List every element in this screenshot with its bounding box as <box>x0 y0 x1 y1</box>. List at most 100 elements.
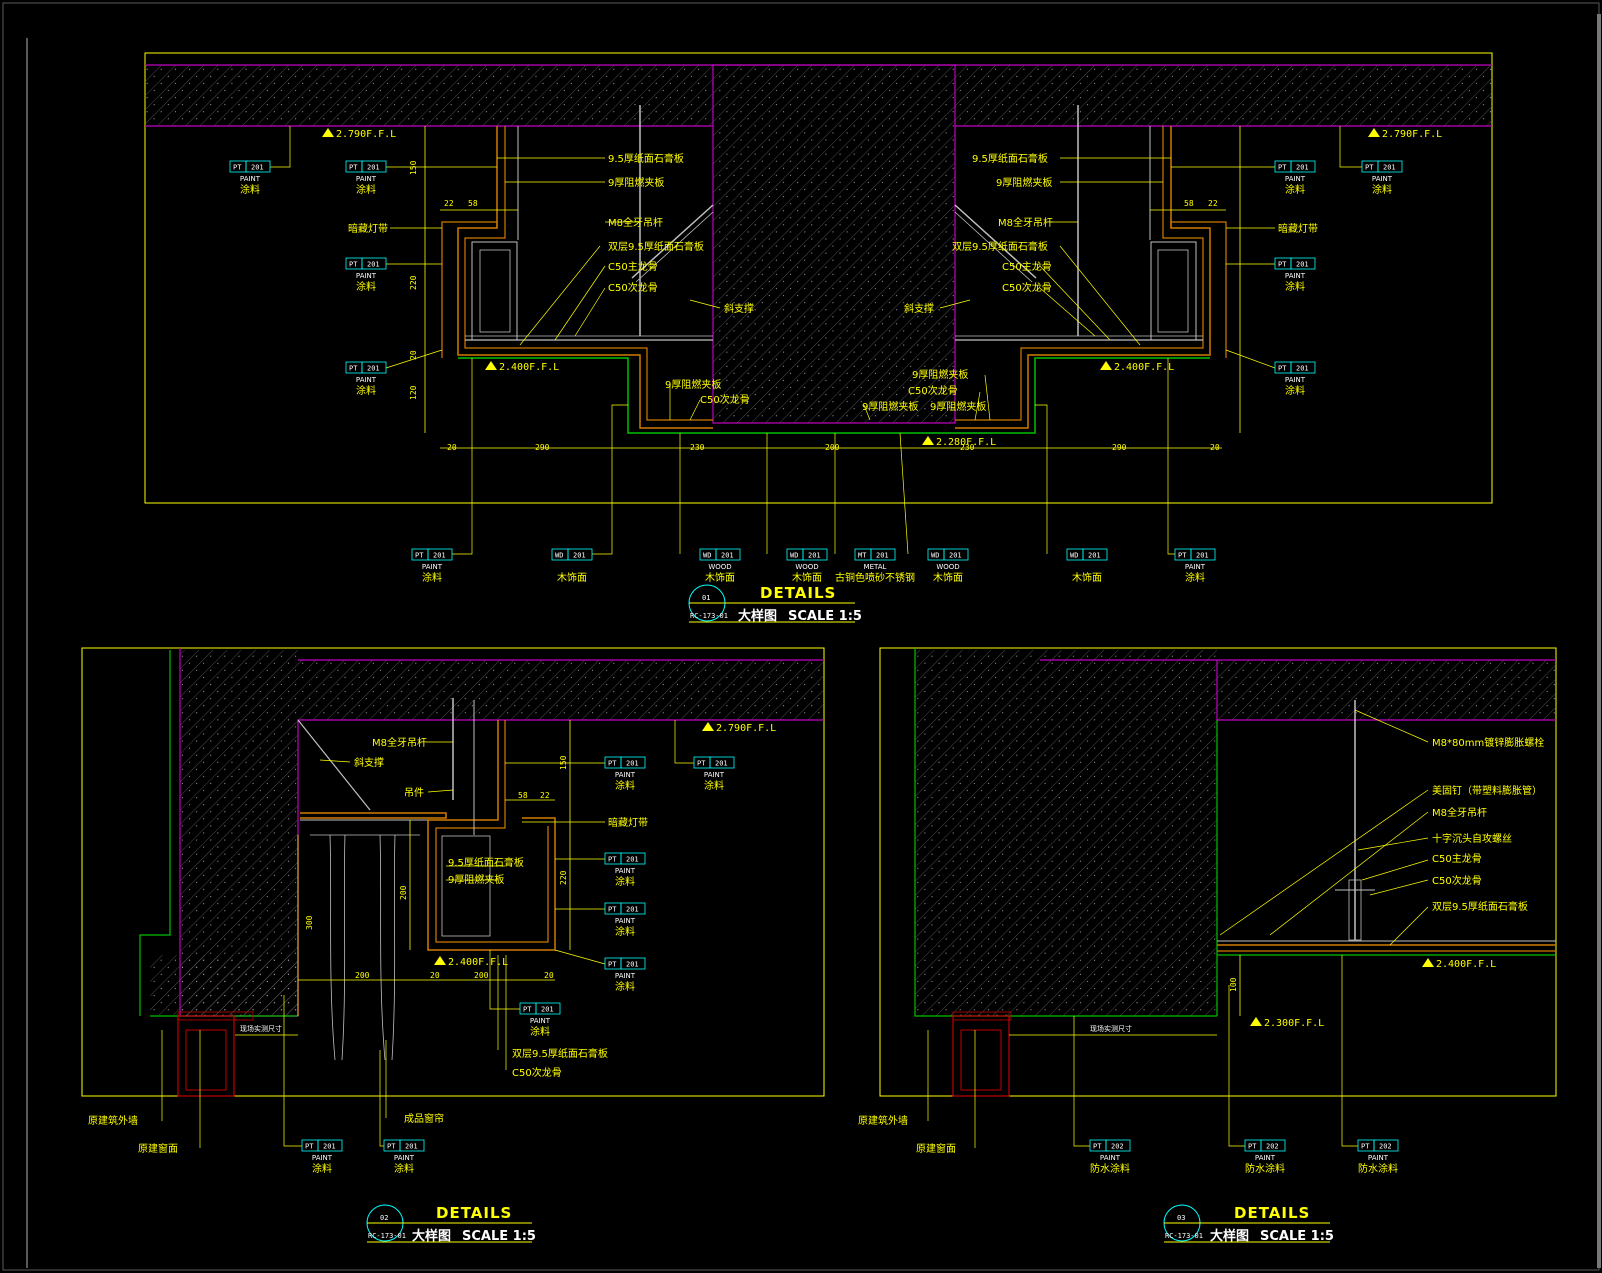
tag-code: PT <box>523 1006 532 1014</box>
level-text: 2.400F.F.L <box>499 362 559 373</box>
tag-code: PT <box>349 164 358 172</box>
tag-cn: 防水涂料 <box>1358 1162 1398 1175</box>
tag-code: PT <box>233 164 242 172</box>
dim-text: 20 <box>447 443 457 452</box>
level-text: 2.280F.F.L <box>936 437 996 448</box>
callout-label: 斜支撑 <box>904 302 934 315</box>
callout-label: C50次龙骨 <box>608 281 658 294</box>
dim-text: 120 <box>409 385 418 400</box>
level-text: 2.790F.F.L <box>336 129 396 140</box>
tag-code: PT <box>349 261 358 269</box>
tag-en: PAINT <box>240 175 261 183</box>
level-triangle-icon <box>702 722 714 731</box>
callout-label: C50次龙骨 <box>1432 874 1482 887</box>
detail-03-slab <box>1217 660 1556 720</box>
detail-01-soffit-finish <box>458 357 1210 434</box>
tag-en: WOOD <box>708 563 731 571</box>
tag-en: PAINT <box>1285 376 1306 384</box>
detail-01-slab-right <box>955 65 1492 126</box>
tag-en: PAINT <box>1255 1154 1276 1162</box>
dim-text: 200 <box>474 971 489 980</box>
title-ref: RC-173-01 <box>1165 1232 1203 1240</box>
tag-cn: 涂料 <box>240 183 260 196</box>
dim-text: 150 <box>409 160 418 175</box>
callout-label: 暗藏灯带 <box>608 816 648 829</box>
callout-label: C50次龙骨 <box>512 1066 562 1079</box>
tag-number: 201 <box>1383 164 1396 172</box>
detail-01-title-block: 01 RC-173-01 DETAILS 大样图 SCALE 1:5 <box>688 584 862 624</box>
dim-text: 220 <box>409 275 418 290</box>
tag-en: PAINT <box>1185 563 1206 571</box>
tag-en: PAINT <box>615 972 636 980</box>
callout-label: 双层9.5厚纸面石膏板 <box>952 240 1048 253</box>
dim-text: 290 <box>535 443 550 452</box>
dim-text: 100 <box>1229 977 1238 992</box>
tag-cn: 涂料 <box>615 925 635 938</box>
tag-code: PT <box>608 961 617 969</box>
tag-en: WOOD <box>795 563 818 571</box>
tag-code: WD <box>703 552 711 560</box>
detail-01-light-strip: 暗藏灯带 暗藏灯带 <box>348 222 1318 235</box>
tag-cn: 木饰面 <box>557 571 587 584</box>
tag-number: 201 <box>715 760 728 768</box>
tag-en: PAINT <box>422 563 443 571</box>
tag-en: PAINT <box>615 771 636 779</box>
tag-en: PAINT <box>615 867 636 875</box>
light-strip-label: 暗藏灯带 <box>1278 222 1318 235</box>
callout-label: M8全牙吊杆 <box>998 216 1053 229</box>
tag-en: PAINT <box>356 376 377 384</box>
dim-text: 230 <box>960 443 975 452</box>
tag-number: 201 <box>1296 164 1309 172</box>
title-en: DETAILS <box>760 584 836 602</box>
title-scale: SCALE 1:5 <box>1260 1229 1334 1244</box>
tag-code: PT <box>608 760 617 768</box>
level-triangle-icon <box>1422 958 1434 967</box>
tag-en: PAINT <box>356 175 377 183</box>
tag-cn: 涂料 <box>312 1162 332 1175</box>
title-number: 02 <box>380 1214 388 1222</box>
callout-label: 双层9.5厚纸面石膏板 <box>608 240 704 253</box>
note-text: 现场实测尺寸 <box>1090 1024 1132 1033</box>
callout-label: C50主龙骨 <box>1002 260 1052 273</box>
tag-number: 201 <box>573 552 586 560</box>
tag-number: 201 <box>251 164 264 172</box>
tag-cn: 古铜色喷砂不锈钢 <box>835 571 915 584</box>
callout-label: 9厚阻燃夹板 <box>448 873 504 886</box>
title-ref: RC-173-01 <box>368 1232 406 1240</box>
tag-en: WOOD <box>936 563 959 571</box>
dim-text: 200 <box>399 885 408 900</box>
tag-number: 201 <box>367 365 380 373</box>
callout-label: M8全牙吊杆 <box>372 736 427 749</box>
callout-label: 9厚阻燃夹板 <box>996 176 1052 189</box>
tag-code: PT <box>1365 164 1374 172</box>
callout-label: 斜支撑 <box>354 756 384 769</box>
detail-03-wall <box>915 650 1217 1016</box>
detail-01-left-box <box>441 105 714 429</box>
left-label: 成品窗帘 <box>404 1112 444 1125</box>
detail-01-right-box <box>954 105 1227 429</box>
title-en: DETAILS <box>1234 1204 1310 1222</box>
tag-cn: 木饰面 <box>1072 571 1102 584</box>
detail-03: M8*80mm镀锌膨胀螺栓 美固钉（带塑料膨胀管） M8全牙吊杆 十字沉头自攻螺… <box>858 647 1557 1244</box>
title-scale: SCALE 1:5 <box>462 1229 536 1244</box>
tag-cn: 防水涂料 <box>1090 1162 1130 1175</box>
title-scale: SCALE 1:5 <box>788 609 862 624</box>
tag-cn: 涂料 <box>615 875 635 888</box>
tag-cn: 涂料 <box>1285 280 1305 293</box>
tag-en: PAINT <box>1372 175 1393 183</box>
tag-code: PT <box>1278 261 1287 269</box>
dim-text: 58 <box>1184 199 1194 208</box>
level-triangle-icon <box>434 956 446 965</box>
left-label: 原建窗面 <box>138 1142 178 1155</box>
callout-label: M8全牙吊杆 <box>608 216 663 229</box>
tag-cn: 木饰面 <box>792 571 822 584</box>
